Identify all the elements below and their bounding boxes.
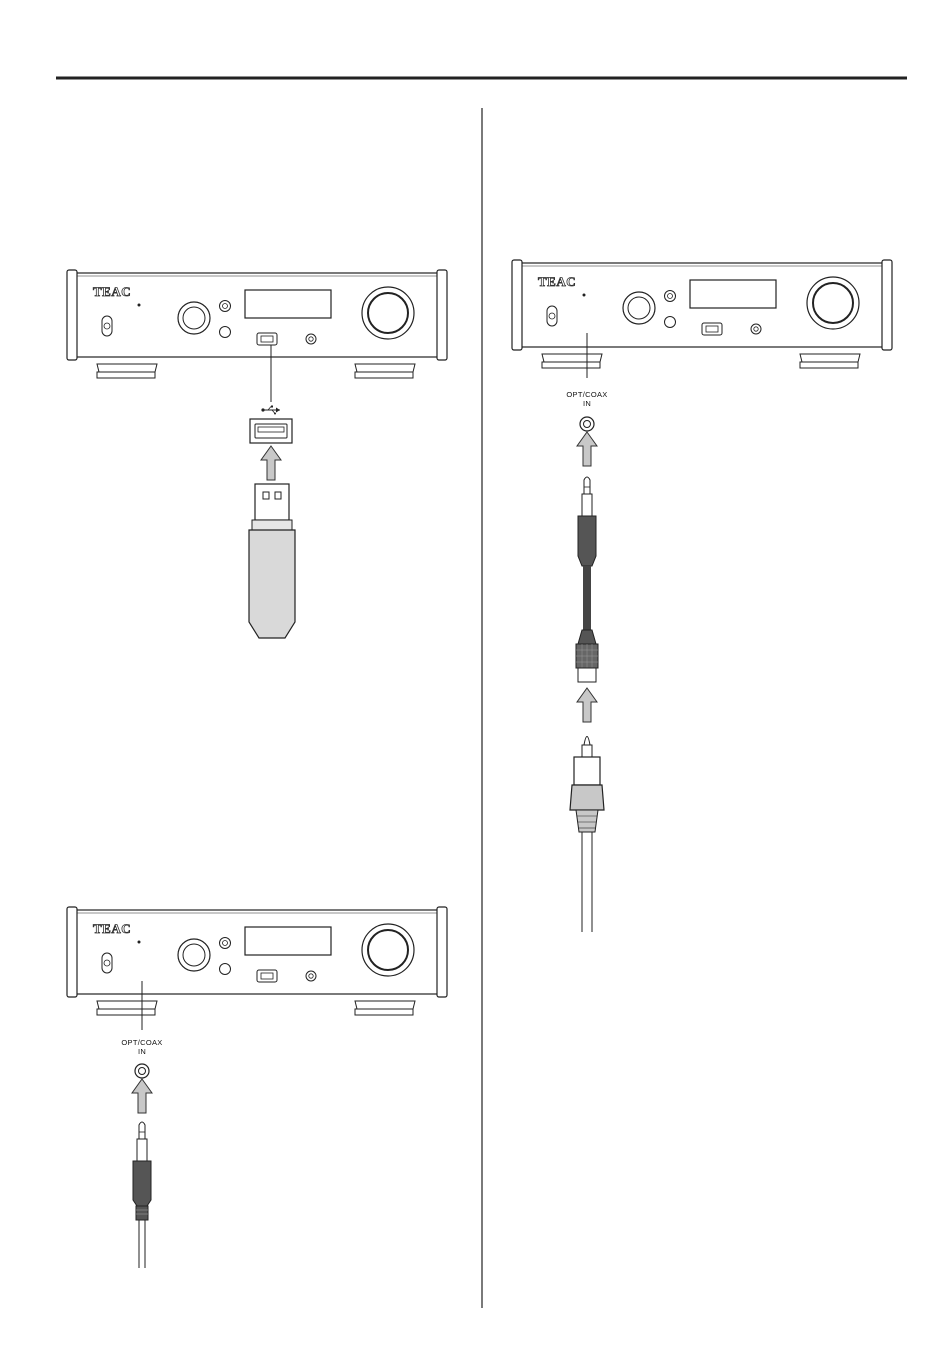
insert-arrow-icon [132,1079,152,1113]
device-front-panel: TEAC [67,907,447,1015]
optical-plug-cable [570,737,604,933]
figure-usb-connection: TEAC [67,270,447,638]
insert-arrow-icon [261,446,281,480]
figure-optical-adapter: TEAC OPT/COAX IN [512,260,892,932]
insert-arrow-icon [577,432,597,466]
device-front-panel: TEAC [67,270,447,378]
device-front-panel: TEAC [512,260,892,368]
mini-plug-adapter [576,477,598,682]
opt-coax-label-in: IN [583,399,591,408]
brand-logo: TEAC [538,274,576,289]
figure-optical-mini-plug: TEAC OPT/COAX IN [67,907,447,1268]
brand-logo: TEAC [93,284,131,299]
usb-flash-drive [249,484,295,638]
opt-coax-label-in: IN [138,1047,146,1056]
usb-port-closeup [250,419,292,443]
usb-symbol-icon [261,406,280,415]
opt-coax-socket-icon [135,1064,149,1078]
opt-coax-socket-icon [580,417,594,431]
optical-mini-plug-cable [133,1122,151,1268]
insert-arrow-icon [577,688,597,722]
opt-coax-label: OPT/COAX [566,390,607,399]
brand-logo: TEAC [93,921,131,936]
opt-coax-label: OPT/COAX [121,1038,162,1047]
